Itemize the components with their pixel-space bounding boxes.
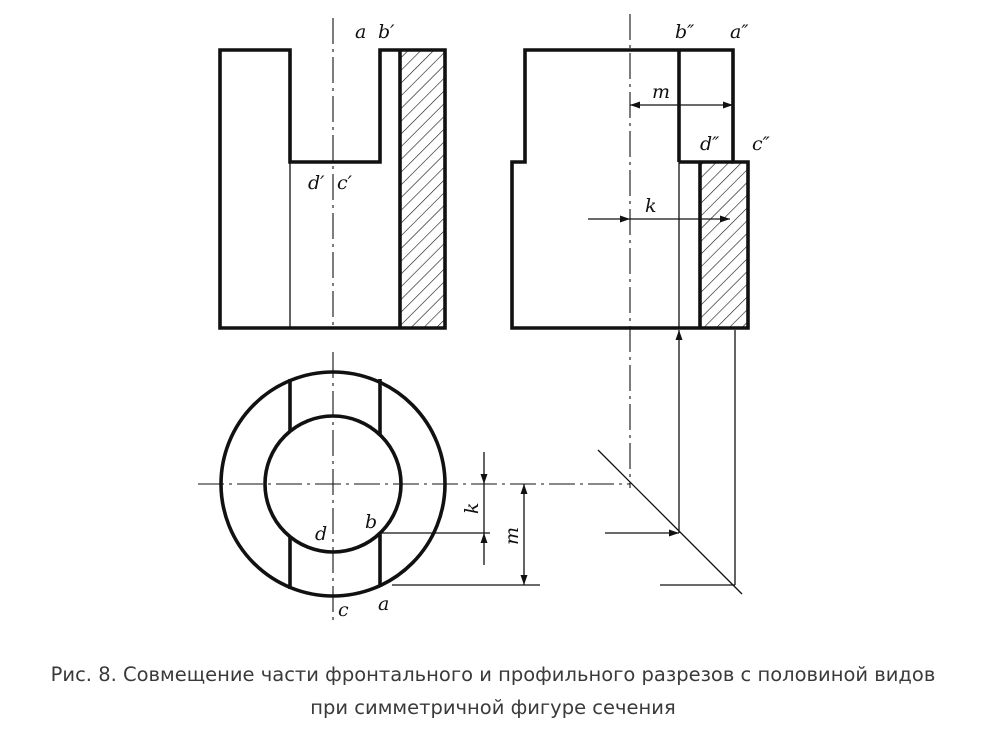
caption-line-2: при симметричной фигуре сечения [310, 696, 676, 719]
label-top-k: k [461, 502, 483, 514]
profile-section-hatch [700, 162, 748, 328]
label-profile-k: k [645, 195, 657, 217]
label-top-b: b [365, 511, 377, 533]
label-front-b: b′ [378, 21, 395, 43]
caption-line-1: Рис. 8. Совмещение части фронтального и … [50, 663, 936, 686]
technical-drawing: a b′ d′ c′ b″ a″ m d″ c″ k d b c a k m [198, 14, 770, 622]
label-profile-d: d″ [700, 133, 719, 155]
label-profile-b: b″ [675, 21, 694, 43]
label-front-a: a [355, 21, 366, 43]
label-top-m: m [501, 527, 523, 545]
miter-line [597, 449, 743, 595]
front-outline [218, 48, 447, 330]
label-front-d: d′ [308, 172, 325, 194]
label-profile-a: a″ [730, 21, 748, 43]
label-top-a: a [378, 593, 389, 615]
label-front-c: c′ [337, 172, 353, 194]
front-section-hatch [400, 50, 445, 328]
front-view [218, 18, 447, 330]
label-profile-c: c″ [752, 133, 770, 155]
profile-view [510, 14, 750, 488]
label-top-d: d [315, 523, 327, 545]
figure-caption: Рис. 8. Совмещение части фронтального и … [0, 658, 986, 724]
label-top-c: c [338, 599, 349, 621]
profile-outline [510, 48, 750, 330]
top-view [198, 352, 630, 622]
label-profile-m: m [652, 81, 670, 103]
projection-lines [597, 330, 743, 595]
labels: a b′ d′ c′ b″ a″ m d″ c″ k d b c a k m [308, 21, 770, 621]
